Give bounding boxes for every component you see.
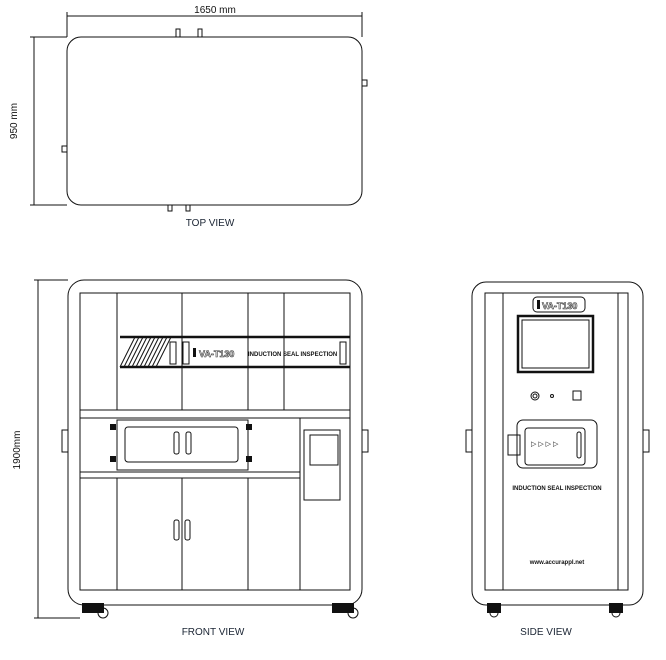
door-handle-left [173,519,180,541]
top-outline [66,36,363,206]
indicator-light [550,394,554,398]
power-switch [572,390,582,401]
caster-right [332,603,359,619]
touch-screen [516,314,595,374]
front-view: 1900mm VA-T130 INDUCTION SEAL INSPECTION… [12,279,369,638]
side-view: VA-T130 ▷ ▷ ▷ ▷ INDUCTION SEAL INSPECTIO… [465,281,650,638]
front-view-title: FRONT VIEW [182,627,245,638]
hatch-pattern [119,336,172,368]
website-text: www.accurappl.net [529,560,584,566]
caster-left [82,603,109,619]
svg-text:▷ ▷ ▷ ▷: ▷ ▷ ▷ ▷ [531,441,559,448]
inspection-window-frame [116,419,249,471]
side-view-title: SIDE VIEW [520,627,572,638]
front-model-logo: VA-T130 [199,349,234,359]
caster-left [487,603,501,618]
start-button [530,391,540,401]
side-model-logo: VA-T130 [542,301,577,311]
inspection-window [124,426,239,463]
top-view-title: TOP VIEW [186,218,235,229]
caster-right [609,603,623,618]
depth-dimension-label: 950 mm [9,103,20,139]
top-view: 1650 mm 950 mm TOP VIEW [9,5,368,229]
width-dimension-label: 1650 mm [194,5,236,16]
front-panel-text: INDUCTION SEAL INSPECTION [248,352,337,358]
door-handle-right [184,519,191,541]
height-dimension-label: 1900mm [12,431,23,470]
side-panel-text: INDUCTION SEAL INSPECTION [512,486,601,492]
front-outline [67,279,363,606]
